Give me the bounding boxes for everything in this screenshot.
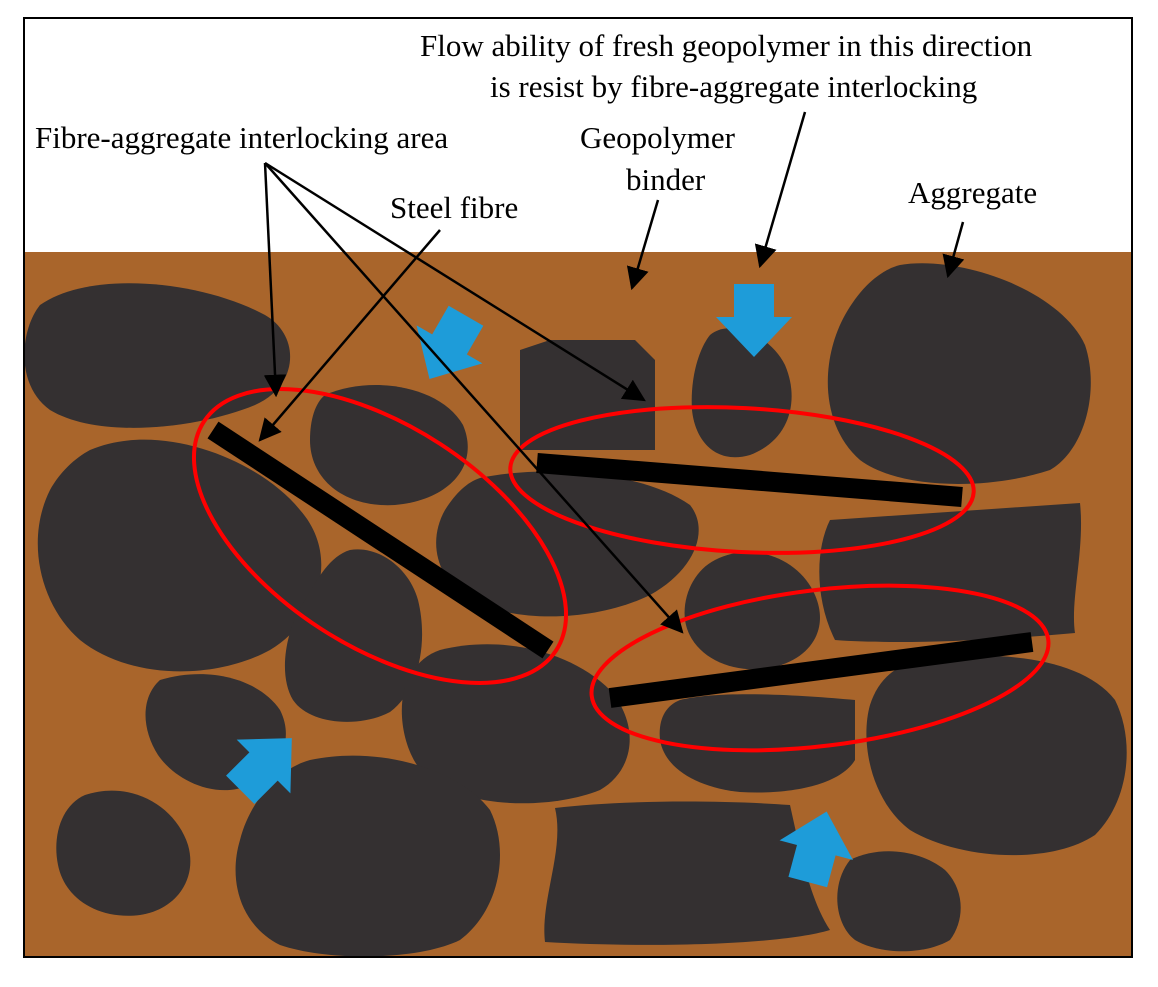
aggregate — [284, 549, 423, 722]
aggregate — [37, 439, 322, 672]
aggregate — [866, 655, 1127, 856]
aggregate — [401, 644, 630, 804]
interlock-leader-arrow — [264, 162, 684, 634]
geopolymer-label-line2: binder — [626, 162, 706, 197]
flow-arrow-group — [226, 284, 853, 888]
steel-fibre-leader-arrow — [258, 229, 441, 442]
aggregate — [436, 471, 699, 617]
interlocking-ellipse — [589, 583, 1051, 753]
interlocking-ellipse-group — [191, 387, 1051, 753]
binder-leader-arrow — [626, 199, 660, 291]
flow-arrow — [779, 811, 853, 888]
interlocking-area-label: Fibre-aggregate interlocking area — [35, 120, 448, 155]
interlock-leader-arrow — [264, 161, 646, 402]
geopolymer-label-line1: Geopolymer — [580, 120, 736, 155]
flow-direction-label-line1: Flow ability of fresh geopolymer in this… — [420, 28, 1033, 63]
aggregate — [310, 385, 468, 506]
aggregate — [827, 263, 1091, 484]
aggregate — [684, 552, 820, 670]
flow-arrow — [226, 738, 292, 804]
aggregate — [819, 503, 1082, 643]
aggregate — [691, 328, 792, 458]
steel-fibre-label: Steel fibre — [390, 190, 518, 225]
flow-leader-arrow — [754, 111, 807, 269]
aggregate — [520, 340, 655, 450]
interlocking-ellipse — [191, 387, 569, 685]
leader-arrow-group — [258, 111, 965, 634]
steel-fibre-group — [207, 421, 1034, 708]
steel-fibre — [536, 453, 963, 507]
aggregate — [235, 755, 501, 957]
aggregate-group — [24, 263, 1127, 957]
aggregate-leader-arrow — [942, 221, 965, 279]
aggregate — [544, 801, 830, 945]
diagram-frame — [23, 17, 1133, 958]
interlocking-ellipse — [508, 405, 976, 555]
steel-fibre — [608, 632, 1034, 708]
aggregate — [56, 790, 191, 916]
aggregate — [837, 851, 961, 952]
aggregate-label: Aggregate — [908, 175, 1037, 210]
interlock-leader-arrow — [263, 162, 287, 398]
steel-fibre — [207, 421, 554, 659]
flow-direction-label-line2: is resist by fibre-aggregate interlockin… — [490, 69, 977, 104]
aggregate — [24, 283, 291, 428]
flow-arrow — [416, 305, 484, 379]
aggregate — [659, 694, 855, 793]
flow-arrow — [716, 284, 792, 357]
